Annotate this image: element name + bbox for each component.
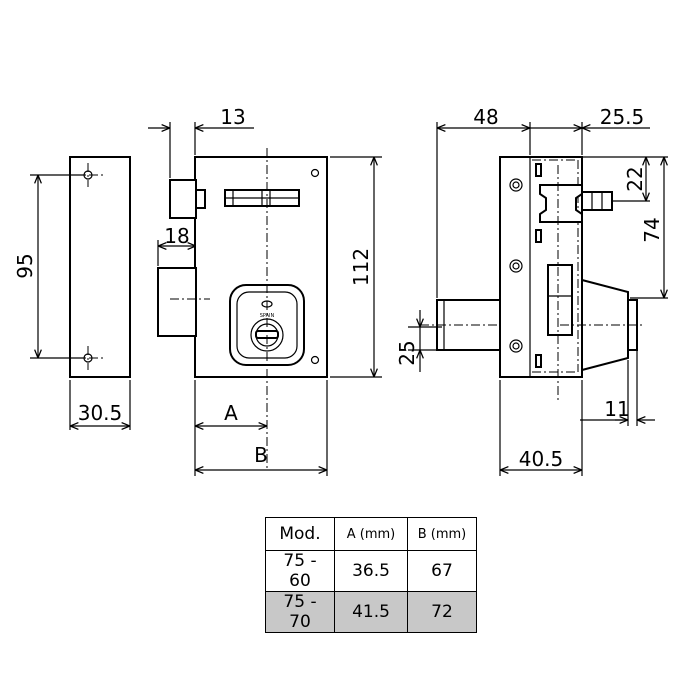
dim-front-width-label: 30.5 — [78, 401, 123, 425]
dim-front-holes-label: 95 — [13, 253, 37, 278]
table-row: 75 - 60 36.5 67 — [265, 550, 477, 592]
cell-a: 36.5 — [334, 550, 408, 592]
dim-side-depth-label: 48 — [473, 105, 498, 129]
lock-side-view: 48 25.5 22 74 25 40.5 11 — [395, 105, 668, 476]
front-plate-view: 95 30.5 — [13, 156, 131, 430]
cell-b: 72 — [407, 591, 477, 633]
table-row: 75 - 70 41.5 72 — [265, 591, 477, 633]
table-header-row: Mod. A (mm) B (mm) — [265, 517, 477, 551]
dim-side-body-width-label: 40.5 — [519, 447, 564, 471]
dim-side-height-label: 74 — [640, 217, 664, 242]
dim-bolt-height-label: 22 — [623, 166, 647, 191]
dim-cylinder-proj-label: 11 — [604, 397, 629, 421]
cell-model: 75 - 60 — [265, 550, 335, 592]
cell-a: 41.5 — [334, 591, 408, 633]
cell-b: 67 — [407, 550, 477, 592]
dim-body-height-label: 112 — [349, 248, 373, 286]
dim-cylinder-diam-label: 25 — [395, 340, 419, 365]
dim-latch-width-label: 18 — [164, 224, 189, 248]
dim-side-bolt-offset-label: 25.5 — [600, 105, 645, 129]
dim-b-label: B — [254, 443, 268, 467]
header-b: B (mm) — [407, 517, 477, 551]
dim-a-label: A — [224, 401, 238, 425]
dim-bolt-offset-label: 13 — [220, 105, 245, 129]
header-model: Mod. — [265, 517, 335, 551]
model-spec-table: Mod. A (mm) B (mm) 75 - 60 36.5 67 75 - … — [265, 517, 477, 633]
cylinder-marking: SPAIN — [260, 313, 275, 319]
cell-model: 75 - 70 — [265, 591, 335, 633]
lock-body-front-view: SPAIN 13 18 112 A B — [148, 105, 382, 476]
header-a: A (mm) — [334, 517, 408, 551]
